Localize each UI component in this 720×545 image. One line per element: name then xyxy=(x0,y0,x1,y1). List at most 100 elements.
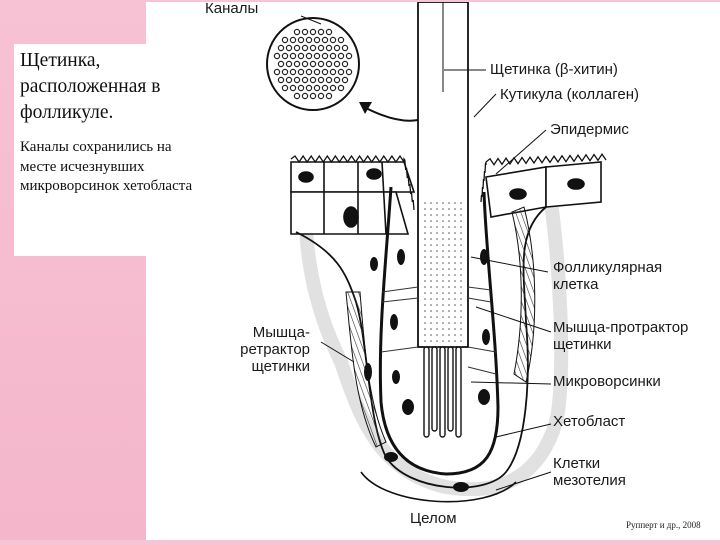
label-bristle-chitin: Щетинка (β-хитин) xyxy=(490,61,618,78)
canal-circle xyxy=(337,68,345,76)
canal-circle xyxy=(285,44,293,52)
cuticle-left xyxy=(290,154,415,211)
canal-circle xyxy=(309,92,317,100)
canal-circle xyxy=(345,52,353,60)
cuticle-right xyxy=(480,153,607,203)
canal-circle xyxy=(297,68,305,76)
source-credit: Рупперт и др., 2008 xyxy=(626,520,701,530)
canal-circle xyxy=(333,76,341,84)
bristle-shaft xyxy=(417,1,469,348)
microvillus xyxy=(447,346,454,432)
canal-circle xyxy=(321,68,329,76)
canal-circle xyxy=(277,76,285,84)
microvilli-group xyxy=(423,346,462,438)
microvillus xyxy=(455,346,462,438)
canal-circle xyxy=(325,60,333,68)
channels-cross-section xyxy=(266,17,360,111)
canal-circle xyxy=(321,84,329,92)
canal-circle xyxy=(297,84,305,92)
canal-circle xyxy=(293,28,301,36)
canal-circle xyxy=(285,76,293,84)
canal-circle xyxy=(305,84,313,92)
canal-circle xyxy=(317,60,325,68)
caption-title: Щетинка, расположенная в фолликуле. xyxy=(20,50,161,123)
canal-circle xyxy=(309,60,317,68)
canal-circle xyxy=(309,28,317,36)
canal-circle xyxy=(293,76,301,84)
label-mesothelium-line1: Клетки xyxy=(553,455,601,472)
canal-circle xyxy=(305,68,313,76)
label-coelom: Целом xyxy=(410,510,457,527)
leader-lines xyxy=(300,15,552,491)
canal-circle xyxy=(325,76,333,84)
label-chaetoblast: Хетобласт xyxy=(553,413,626,430)
label-epidermis: Эпидермис xyxy=(550,121,629,138)
canal-circle xyxy=(273,68,281,76)
canal-circle xyxy=(281,84,289,92)
canal-circle xyxy=(301,92,309,100)
canal-circle xyxy=(301,44,309,52)
canal-circle xyxy=(305,52,313,60)
mesothelium-layer xyxy=(360,471,517,503)
follicle-cell-nuclei xyxy=(364,249,490,492)
canal-circle xyxy=(337,84,345,92)
canal-circle xyxy=(293,44,301,52)
canal-circle xyxy=(313,52,321,60)
canal-circle xyxy=(329,36,337,44)
canal-circle xyxy=(317,44,325,52)
canal-circle xyxy=(281,52,289,60)
epidermis-left xyxy=(290,161,416,235)
follicle-inner-lining xyxy=(378,186,500,476)
canal-circle xyxy=(277,60,285,68)
canal-circle xyxy=(297,52,305,60)
canal-circle xyxy=(289,84,297,92)
caption-body: Каналы сохранились на месте исчезнувших … xyxy=(20,139,193,194)
canal-circle xyxy=(341,76,349,84)
label-follicular-cell-line1: Фолликулярная xyxy=(553,259,663,276)
label-mesothelium-line2: мезотелия xyxy=(553,472,626,489)
canal-circle xyxy=(309,76,317,84)
canal-circle xyxy=(321,36,329,44)
canal-circle xyxy=(329,52,337,60)
label-microvilli: Микроворсинки xyxy=(553,373,661,390)
canal-circle xyxy=(317,28,325,36)
label-retractor-line1: Мышца- xyxy=(252,324,310,341)
canal-circle xyxy=(313,84,321,92)
canal-circle xyxy=(285,60,293,68)
label-retractor-line3: щетинки xyxy=(251,358,311,375)
canal-circle xyxy=(329,84,337,92)
canal-circle xyxy=(301,60,309,68)
canal-circle xyxy=(345,68,353,76)
canal-circle xyxy=(289,68,297,76)
canal-circle xyxy=(293,92,301,100)
canal-circle xyxy=(321,52,329,60)
microvillus xyxy=(431,346,438,432)
label-retractor-line2: ретрактор xyxy=(240,341,310,358)
canal-circle xyxy=(297,36,305,44)
caption-box: Щетинка, расположенная в фолликуле. Кана… xyxy=(14,44,202,256)
canal-circle xyxy=(317,92,325,100)
canal-circle xyxy=(289,52,297,60)
microvillus xyxy=(423,346,430,438)
canal-circle xyxy=(273,52,281,60)
canal-circle xyxy=(341,44,349,52)
canal-circle xyxy=(301,28,309,36)
microvillus xyxy=(439,346,446,438)
diagram-drawing xyxy=(266,1,607,503)
canal-circle xyxy=(309,44,317,52)
canal-circle xyxy=(325,28,333,36)
canal-circle xyxy=(337,36,345,44)
label-cuticle: Кутикула (коллаген) xyxy=(500,86,639,103)
canal-circle xyxy=(337,52,345,60)
canal-circle xyxy=(281,68,289,76)
canal-circle xyxy=(313,36,321,44)
label-protractor-line1: Мышца-протрактор xyxy=(553,319,689,336)
protractor-muscle xyxy=(511,206,536,383)
canal-circle xyxy=(333,44,341,52)
bristle-follicle-diagram xyxy=(146,1,720,540)
canal-circle xyxy=(317,76,325,84)
canal-circle xyxy=(325,44,333,52)
canal-circle xyxy=(333,60,341,68)
canal-circle xyxy=(301,76,309,84)
